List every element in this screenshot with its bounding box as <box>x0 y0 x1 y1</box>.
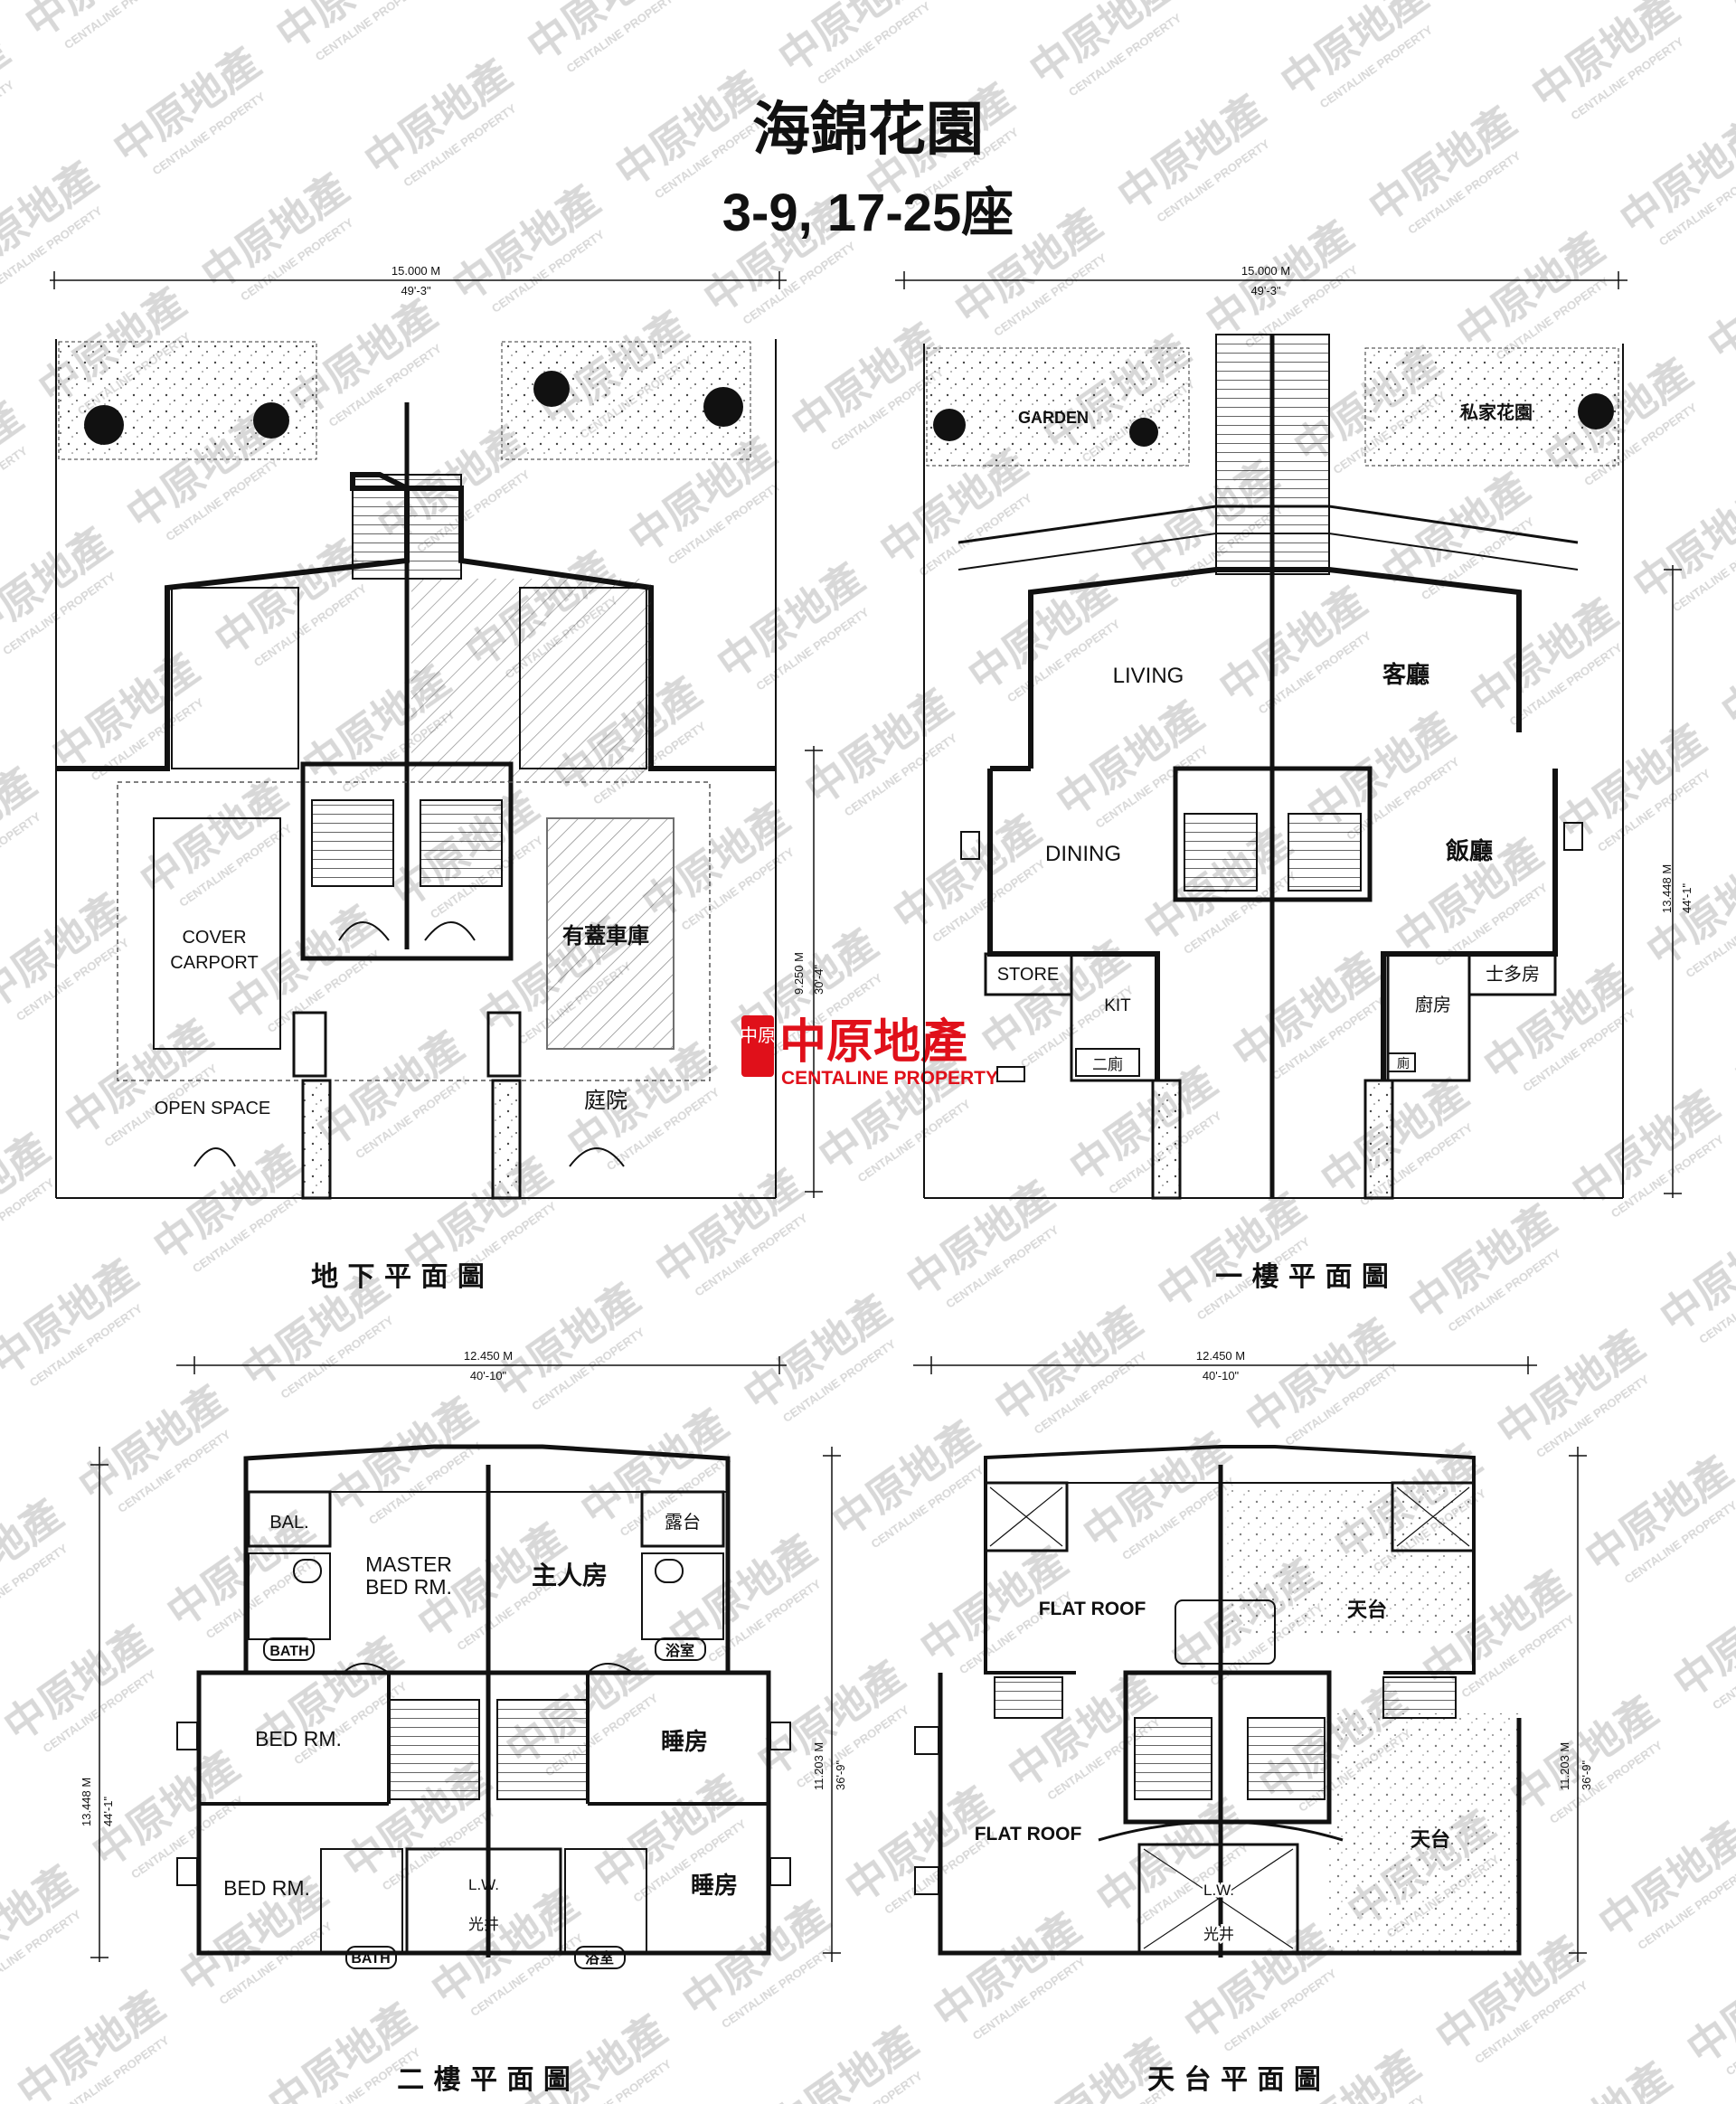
bath-top-label-cn: 浴室 <box>665 1642 694 1659</box>
carport-label-cn: 有蓋車庫 <box>562 923 649 948</box>
ground-caption: 地 下 平 面 圖 <box>311 1261 485 1293</box>
living-label-en: LIVING <box>1113 664 1184 688</box>
page-title: 海錦花園 <box>752 97 984 164</box>
second-side-ft: 44'-1" <box>101 1796 115 1826</box>
first-width-m: 15.000 M <box>1241 264 1290 278</box>
roof-depth-m: 11.203 M <box>1558 1742 1571 1790</box>
store-label-cn: 士多房 <box>1486 963 1540 985</box>
wc-left-label: 二廁 <box>1092 1055 1123 1074</box>
flat-roof-1: FLAT ROOF <box>1039 1599 1146 1619</box>
page-subtitle: 3-9, 17-25座 <box>722 184 1014 242</box>
ground-width-m: 15.000 M <box>392 264 440 278</box>
garden-label-en: GARDEN <box>1018 409 1089 427</box>
master-label-2: BED RM. <box>365 1575 452 1599</box>
bath-bottom-label-cn: 浴室 <box>585 1949 614 1967</box>
roof-lw-label-cn: 光井 <box>1203 1926 1234 1944</box>
brand-name-cn: 中原地產 <box>779 1015 967 1070</box>
tree-icon <box>533 371 570 407</box>
tree-icon <box>84 405 124 445</box>
first-depth-m: 13.448 M <box>1660 864 1674 913</box>
store-label: STORE <box>997 965 1060 985</box>
wc-right-label: 廁 <box>1397 1056 1410 1071</box>
carport-label-2: CARPORT <box>170 953 258 973</box>
roof-cn-1: 天台 <box>1347 1599 1387 1622</box>
stair-top <box>352 474 462 580</box>
bath-bottom-label: BATH <box>351 1951 390 1967</box>
lw-label: L.W. <box>468 1876 499 1893</box>
carport-right <box>546 817 675 1050</box>
kit-label-cn: 廚房 <box>1415 994 1451 1015</box>
bed2-label-cn: 睡房 <box>691 1873 738 1900</box>
carport-left <box>153 817 281 1050</box>
living-label-cn: 客廳 <box>1382 661 1429 689</box>
kit-label-en: KIT <box>1104 996 1131 1015</box>
lw-label-cn: 光井 <box>468 1916 499 1934</box>
tree-icon <box>933 409 966 441</box>
roof-cn-2: 天台 <box>1410 1828 1450 1852</box>
tree-icon <box>1578 393 1614 429</box>
tree-icon <box>1129 418 1158 447</box>
bal-label-cn: 露台 <box>665 1511 701 1533</box>
logo-mark: 中原 <box>740 1024 776 1046</box>
bed1-label: BED RM. <box>255 1727 342 1750</box>
dining-label-cn: 飯廳 <box>1446 837 1493 865</box>
ground-depth-ft: 30'-4" <box>812 964 826 995</box>
garden-label-cn: 私家花園 <box>1460 401 1533 423</box>
roof-depth-ft: 36'-9" <box>1580 1760 1593 1790</box>
ground-width-ft: 49'-3" <box>401 284 431 297</box>
ground-floor-plan: 15.000 M 49'-3" COVER CARPORT 有蓋車庫 <box>50 264 826 1293</box>
courtyard-label: 庭院 <box>584 1088 627 1113</box>
centaline-logo: 中原 中原地產 CENTALINE PROPERTY <box>740 1015 998 1089</box>
second-depth-ft: 36'-9" <box>834 1760 847 1790</box>
second-width-ft: 40'-10" <box>470 1369 507 1382</box>
roof-width-ft: 40'-10" <box>1203 1369 1240 1382</box>
second-side-m: 13.448 M <box>80 1778 93 1826</box>
master-label-1: MASTER <box>365 1552 452 1576</box>
first-depth-ft: 44'-1" <box>1680 882 1694 913</box>
tree-icon <box>703 387 743 427</box>
second-depth-m: 11.203 M <box>812 1742 826 1790</box>
first-caption: 一 樓 平 面 圖 <box>1215 1261 1389 1293</box>
ground-depth-m: 9.250 M <box>792 952 806 995</box>
dining-label-en: DINING <box>1045 842 1121 866</box>
tree-icon <box>253 402 289 439</box>
carport-label-1: COVER <box>182 928 246 948</box>
roof-lw-label: L.W. <box>1203 1882 1234 1899</box>
second-floor-plan: 12.450 M 40'-10" BAL. 露台 MASTER BED RM. … <box>80 1349 847 2096</box>
bal-label: BAL. <box>269 1513 308 1533</box>
first-width-ft: 49'-3" <box>1250 284 1281 297</box>
bed1-label-cn: 睡房 <box>661 1729 708 1756</box>
flat-roof-2: FLAT ROOF <box>975 1824 1082 1845</box>
open-space-label: OPEN SPACE <box>155 1099 271 1118</box>
bed2-label: BED RM. <box>223 1876 310 1900</box>
roof-caption: 天 台 平 面 圖 <box>1147 2064 1321 2096</box>
roof-plan: 12.450 M 40'-10" FLAT ROOF 天台 FLAT ROOF … <box>913 1349 1593 2096</box>
second-width-m: 12.450 M <box>464 1349 513 1363</box>
master-label-cn: 主人房 <box>532 1561 608 1590</box>
first-floor-plan: 15.000 M 49'-3" GARDEN 私家花園 LIVING 客廳 DI… <box>895 264 1694 1293</box>
roof-width-m: 12.450 M <box>1196 1349 1245 1363</box>
brand-name-en: CENTALINE PROPERTY <box>781 1068 998 1089</box>
second-caption: 二 樓 平 面 圖 <box>397 2064 571 2096</box>
bath-top-label: BATH <box>269 1644 308 1659</box>
